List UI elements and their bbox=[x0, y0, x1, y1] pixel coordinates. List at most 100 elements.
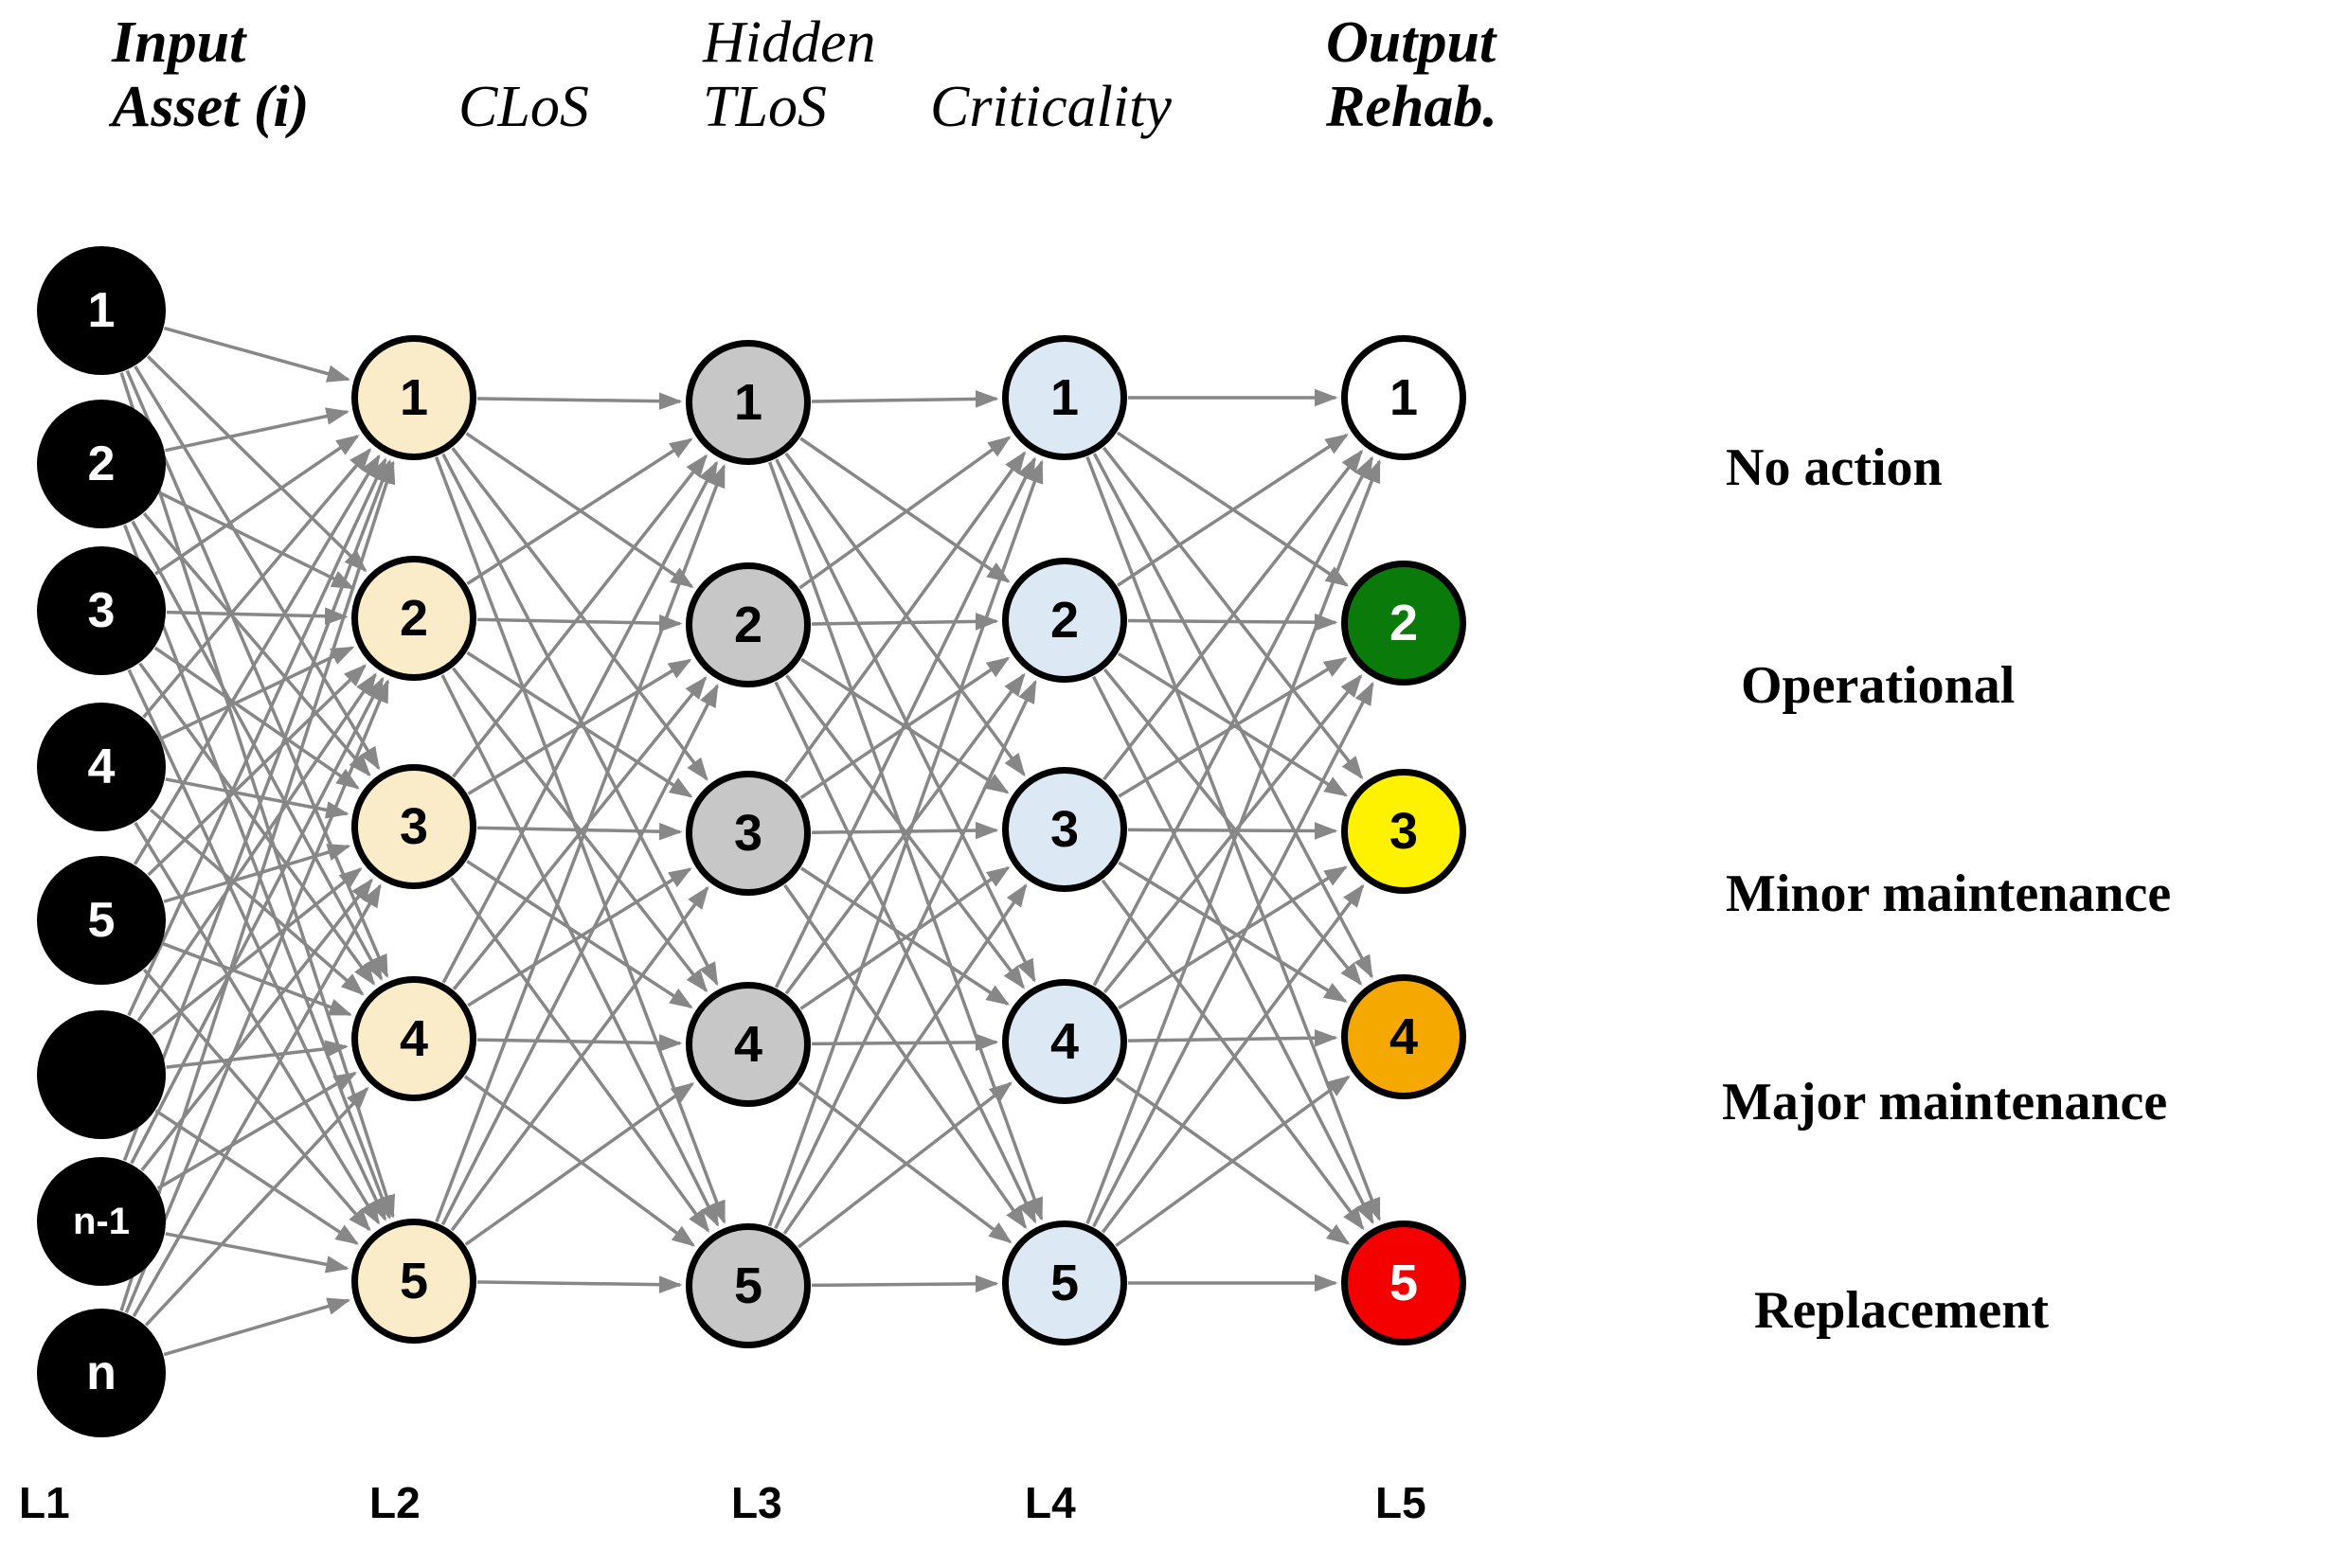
header-hidden-tlos-line1: Hidden bbox=[703, 10, 876, 75]
edge-l2-3-to-l3-2 bbox=[467, 658, 692, 795]
edge-l1-2-to-l2-5 bbox=[123, 524, 391, 1221]
edge-l3-1-to-l4-4 bbox=[775, 458, 1036, 983]
node-l5-1: 1 bbox=[1341, 335, 1466, 460]
edge-l4-5-to-l5-1 bbox=[1085, 458, 1381, 1225]
edge-l1-n-1-to-l2-1 bbox=[122, 459, 392, 1162]
edge-l2-5-to-l3-4 bbox=[464, 1082, 695, 1246]
edge-l3-4-to-l4-3 bbox=[799, 866, 1011, 1010]
edge-l3-2-to-l4-3 bbox=[800, 657, 1010, 794]
edge-l3-1-to-l4-1 bbox=[811, 390, 999, 408]
node-l1-ellipsis bbox=[37, 1010, 166, 1139]
edge-l1-e-to-l2-4 bbox=[166, 1040, 349, 1069]
edge-l1-4-to-l2-2 bbox=[159, 646, 355, 740]
edge-l3-5-to-l4-5 bbox=[811, 1274, 999, 1293]
edge-l4-4-to-l5-1 bbox=[1092, 455, 1374, 987]
edge-l1-3-to-l2-3 bbox=[153, 646, 360, 790]
edge-l2-4-to-l3-2 bbox=[452, 676, 708, 990]
edge-l3-5-to-l4-3 bbox=[782, 883, 1028, 1235]
edge-l4-2-to-l5-4 bbox=[1102, 668, 1363, 987]
edge-l3-3-to-l4-4 bbox=[799, 866, 1010, 1006]
edge-l1-1-to-l2-3 bbox=[134, 365, 381, 771]
edge-l3-2-to-l4-1 bbox=[798, 436, 1012, 590]
node-l2-5: 5 bbox=[351, 1219, 476, 1344]
node-l5-5: 5 bbox=[1341, 1221, 1466, 1345]
node-l5-4: 4 bbox=[1341, 974, 1466, 1099]
node-l1-4: 4 bbox=[37, 703, 166, 831]
edge-l3-2-to-l4-2 bbox=[811, 613, 999, 631]
edge-l2-1-to-l3-2 bbox=[465, 432, 694, 588]
header-clos-line2: CLoS bbox=[458, 75, 589, 139]
edge-l4-1-to-l5-3 bbox=[1102, 446, 1364, 780]
edge-l2-1-to-l3-3 bbox=[451, 447, 708, 781]
edge-l4-4-to-l5-3 bbox=[1118, 865, 1348, 1010]
edge-l1-1-to-l2-2 bbox=[146, 355, 367, 573]
edge-l1-n-1-to-l2-3 bbox=[140, 878, 373, 1171]
node-l5-2: 2 bbox=[1341, 561, 1466, 686]
edge-l2-3-to-l3-1 bbox=[452, 454, 708, 778]
edge-l1-4-to-l2-4 bbox=[149, 808, 365, 996]
edge-l2-1-to-l3-4 bbox=[441, 453, 719, 987]
edge-l3-4-to-l4-5 bbox=[798, 1080, 1013, 1244]
node-l2-2: 2 bbox=[351, 556, 476, 681]
node-l3-3: 3 bbox=[686, 771, 811, 896]
edge-l3-4-to-l4-1 bbox=[774, 456, 1036, 989]
edge-l3-1-to-l4-3 bbox=[784, 452, 1026, 777]
header-output-line2: Rehab. bbox=[1326, 75, 1497, 139]
edge-l1-1-to-l2-1 bbox=[163, 326, 351, 383]
edge-l3-4-to-l4-2 bbox=[784, 672, 1026, 995]
layer-label-l5: L5 bbox=[1375, 1478, 1426, 1527]
edge-l4-2-to-l5-2 bbox=[1127, 613, 1338, 632]
edge-l1-5-to-l2-5 bbox=[142, 969, 371, 1232]
edge-l1-5-to-l2-1 bbox=[133, 454, 381, 865]
legend-item-4: Replacement bbox=[1754, 1281, 2050, 1340]
edge-l4-5-to-l5-2 bbox=[1092, 681, 1374, 1228]
edge-l3-3-to-l4-2 bbox=[799, 656, 1011, 800]
edge-l2-5-to-l3-5 bbox=[476, 1275, 683, 1293]
edge-l1-n-to-l2-5 bbox=[163, 1297, 351, 1357]
legend-item-0: No action bbox=[1726, 438, 1943, 497]
header-input-line2: Asset (i) bbox=[112, 75, 310, 139]
edge-l3-3-to-l4-3 bbox=[811, 821, 999, 840]
legend-item-2: Minor maintenance bbox=[1726, 864, 2172, 923]
edge-l4-5-to-l5-3 bbox=[1101, 883, 1365, 1234]
edge-l3-1-to-l4-5 bbox=[767, 461, 1044, 1221]
edge-l1-2-to-l2-2 bbox=[159, 490, 355, 590]
header-output-line1: Output bbox=[1326, 10, 1497, 75]
edge-l1-1-to-l2-4 bbox=[125, 369, 389, 979]
edge-l2-5-to-l3-3 bbox=[450, 885, 709, 1232]
edge-l4-3-to-l5-1 bbox=[1102, 449, 1364, 781]
edge-l1-n-to-l2-3 bbox=[132, 883, 382, 1317]
node-l2-3: 3 bbox=[351, 764, 476, 889]
node-l1-1: 1 bbox=[37, 246, 166, 375]
edge-l1-3-to-l2-2 bbox=[166, 607, 349, 626]
edge-l4-1-to-l5-4 bbox=[1092, 453, 1373, 979]
edge-l4-1-to-l5-5 bbox=[1085, 455, 1381, 1222]
edge-l4-4-to-l5-4 bbox=[1127, 1029, 1338, 1047]
edge-l4-2-to-l5-5 bbox=[1091, 675, 1374, 1225]
edge-l2-4-to-l3-4 bbox=[476, 1034, 683, 1052]
edge-l2-2-to-l3-1 bbox=[466, 437, 693, 586]
header-criticality-line2: Criticality bbox=[930, 75, 1172, 139]
edge-l2-1-to-l3-5 bbox=[434, 456, 726, 1224]
edge-l1-e-to-l2-2 bbox=[136, 672, 377, 1023]
edge-l1-4-to-l2-1 bbox=[142, 448, 372, 719]
edge-l4-3-to-l5-3 bbox=[1127, 822, 1338, 840]
edge-l2-5-to-l3-1 bbox=[435, 464, 726, 1222]
edge-l1-e-to-l2-5 bbox=[154, 1109, 359, 1245]
node-l5-3: 3 bbox=[1341, 769, 1466, 894]
node-l1-2: 2 bbox=[37, 400, 166, 528]
edge-l4-5-to-l5-4 bbox=[1115, 1075, 1351, 1248]
node-l3-4: 4 bbox=[686, 982, 811, 1107]
node-l1-n: n bbox=[37, 1309, 166, 1437]
node-l4-1: 1 bbox=[1002, 335, 1127, 460]
edge-l4-1-to-l5-2 bbox=[1116, 431, 1350, 587]
edge-l1-n-1-to-l2-5 bbox=[165, 1232, 350, 1274]
edge-l3-2-to-l4-4 bbox=[785, 674, 1025, 989]
edge-l2-3-to-l3-5 bbox=[450, 877, 710, 1233]
node-l4-2: 2 bbox=[1002, 558, 1127, 683]
header-input-line1: Input bbox=[112, 10, 246, 75]
edge-l2-1-to-l3-1 bbox=[476, 392, 683, 410]
edge-l3-3-to-l4-1 bbox=[783, 451, 1027, 783]
layer-label-l4: L4 bbox=[1025, 1478, 1076, 1527]
